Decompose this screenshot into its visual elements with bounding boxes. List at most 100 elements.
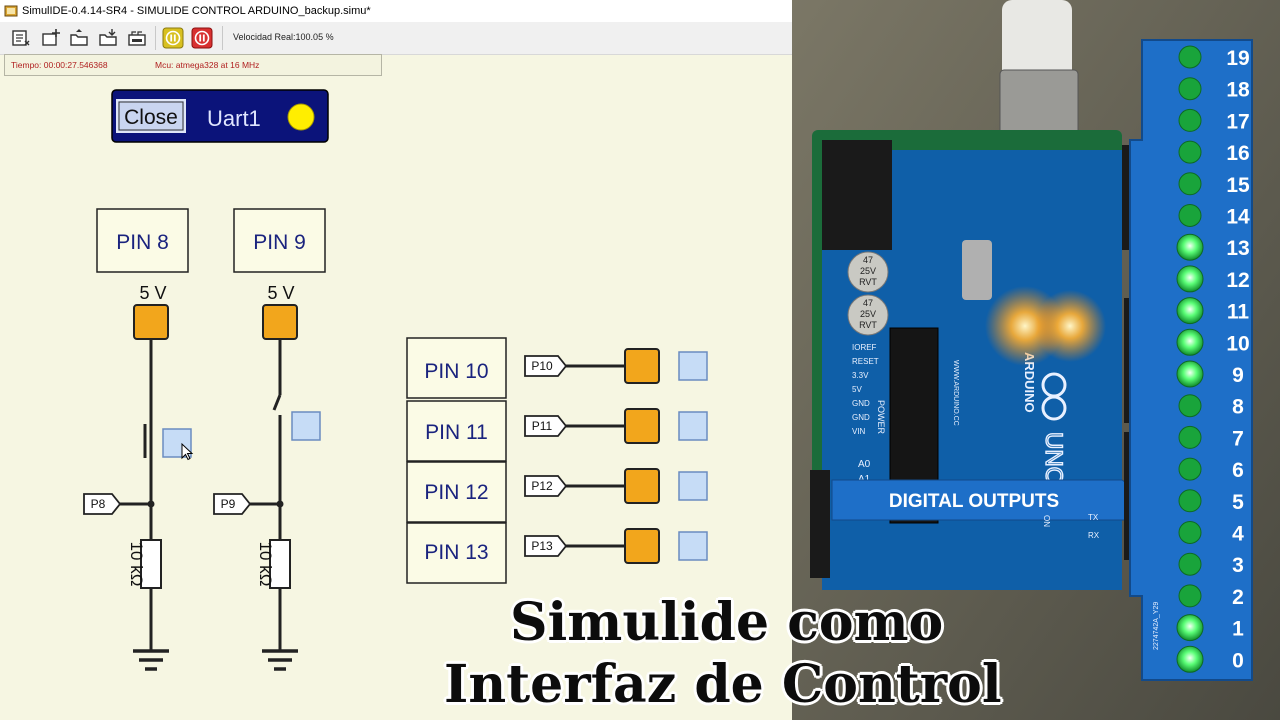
a0-label: A0 bbox=[858, 459, 871, 470]
led-number-label: 5 bbox=[1232, 491, 1244, 514]
probe-p11 bbox=[524, 415, 568, 437]
pin-label: PIN 13 bbox=[424, 541, 488, 564]
voltage-label: 5 V bbox=[139, 283, 166, 303]
output-indicator bbox=[624, 468, 660, 504]
site-label: WWW.ARDUINO.CC bbox=[952, 360, 959, 426]
speed-readout: Velocidad Real:100.05 % bbox=[233, 32, 334, 42]
green-led bbox=[1178, 425, 1202, 449]
output-pin12-row: PIN 12 P12 bbox=[406, 461, 708, 523]
title-bar: SimulIDE-0.4.14-SR4 - SIMULIDE CONTROL A… bbox=[0, 0, 792, 22]
capacitor-text: 47 bbox=[863, 255, 873, 265]
led-number-label: 0 bbox=[1232, 649, 1244, 672]
green-led bbox=[1176, 614, 1204, 642]
green-led bbox=[1176, 645, 1204, 673]
green-led bbox=[1178, 108, 1202, 132]
probe-label: P13 bbox=[531, 539, 553, 553]
save-icon[interactable] bbox=[97, 27, 119, 49]
green-led bbox=[1178, 584, 1202, 608]
probe-p12 bbox=[524, 475, 568, 497]
pin-box bbox=[406, 337, 507, 399]
capacitor-text: 25V bbox=[860, 266, 876, 276]
pause-icon[interactable] bbox=[162, 27, 184, 49]
output-indicator bbox=[624, 348, 660, 384]
status-bar: Tiempo: 00:00:27.546368 Mcu: atmega328 a… bbox=[4, 54, 382, 76]
voltage-source[interactable] bbox=[133, 304, 169, 340]
resistor-label: 10 kΩ bbox=[127, 542, 146, 587]
switch-button[interactable] bbox=[291, 411, 321, 441]
led-number-label: 13 bbox=[1226, 237, 1249, 260]
window-title: SimulIDE-0.4.14-SR4 - SIMULIDE CONTROL A… bbox=[22, 5, 371, 17]
power-icon[interactable] bbox=[191, 27, 213, 49]
on-label: ON bbox=[1042, 515, 1051, 527]
output-toggle[interactable] bbox=[678, 351, 708, 381]
header-pin-label: 3.3V bbox=[852, 371, 869, 380]
output-indicator bbox=[624, 408, 660, 444]
probe-label: P11 bbox=[532, 419, 553, 433]
led-number-label: 10 bbox=[1226, 332, 1249, 355]
led-number-label: 1 bbox=[1232, 618, 1244, 641]
green-led bbox=[1178, 394, 1202, 418]
list-icon[interactable] bbox=[10, 27, 32, 49]
voltage-label: 5 V bbox=[267, 283, 294, 303]
green-led bbox=[1176, 233, 1204, 261]
led-number-label: 7 bbox=[1232, 427, 1244, 450]
voltage-source[interactable] bbox=[262, 304, 298, 340]
pin-box bbox=[406, 400, 507, 462]
green-led bbox=[1176, 297, 1204, 325]
output-toggle[interactable] bbox=[678, 531, 708, 561]
led-number-label: 3 bbox=[1232, 554, 1244, 577]
input-pin8-circuit: PIN 8 5 V P8 10 kΩ bbox=[83, 208, 194, 671]
green-led bbox=[1178, 172, 1202, 196]
pin-label: PIN 8 bbox=[116, 231, 169, 254]
output-pin10-row: PIN 10 P10 bbox=[406, 337, 708, 399]
output-toggle[interactable] bbox=[678, 471, 708, 501]
output-toggle[interactable] bbox=[678, 411, 708, 441]
usb-cable bbox=[1002, 0, 1072, 80]
led-number-label: 12 bbox=[1226, 269, 1249, 292]
save-as-icon[interactable] bbox=[126, 27, 148, 49]
output-pin13-row: PIN 13 P13 bbox=[406, 522, 708, 584]
probe-label: P10 bbox=[531, 359, 553, 373]
led-number-label: 11 bbox=[1227, 301, 1250, 324]
header-pin-label: GND bbox=[852, 413, 870, 422]
probe-label: P9 bbox=[221, 497, 236, 511]
circuit-canvas[interactable]: Close Uart1 PIN 8 5 V P8 10 kΩ bbox=[0, 0, 792, 720]
led-number-label: 15 bbox=[1226, 174, 1250, 197]
probe-label: P8 bbox=[91, 497, 106, 511]
led-number-label: 14 bbox=[1226, 206, 1250, 229]
header-pin-label: RESET bbox=[852, 357, 879, 366]
green-led bbox=[1178, 140, 1202, 164]
header-pin-label: IOREF bbox=[852, 343, 877, 352]
pin-label: PIN 9 bbox=[253, 231, 306, 254]
green-led bbox=[1178, 489, 1202, 513]
app-icon bbox=[4, 5, 18, 17]
uart-close-label: Close bbox=[124, 106, 178, 129]
led-number-label: 6 bbox=[1232, 459, 1244, 482]
sim-time: Tiempo: 00:00:27.546368 bbox=[11, 60, 108, 70]
mouse-cursor-icon bbox=[181, 442, 194, 461]
uart-close-button[interactable] bbox=[116, 99, 186, 133]
resistor-label: 10 kΩ bbox=[256, 542, 275, 587]
led-number-label: 16 bbox=[1226, 142, 1249, 165]
pin-box bbox=[406, 522, 507, 584]
arduino-logo-text: ARDUINO bbox=[1022, 352, 1037, 413]
pcb-code-label: 2274742A_Y29 bbox=[1153, 602, 1160, 650]
uart-name: Uart1 bbox=[207, 106, 261, 131]
arduino-photo: 47 25V RVT 47 25V RVT IOREF RESET 3.3V 5… bbox=[792, 0, 1280, 720]
probe-p8 bbox=[83, 493, 122, 515]
capacitor-text: RVT bbox=[859, 320, 877, 330]
pin-label: PIN 10 bbox=[424, 360, 488, 383]
new-file-icon[interactable] bbox=[40, 27, 62, 49]
led-number-label: 9 bbox=[1232, 364, 1244, 387]
capacitor-text: 47 bbox=[863, 298, 873, 308]
toolbar: Velocidad Real:100.05 % bbox=[0, 22, 792, 55]
led-number-label: 4 bbox=[1232, 523, 1244, 546]
header-pin-label: GND bbox=[852, 399, 870, 408]
simulide-window: SimulIDE-0.4.14-SR4 - SIMULIDE CONTROL A… bbox=[0, 0, 792, 720]
green-led bbox=[1176, 265, 1204, 293]
pin-label: PIN 12 bbox=[424, 481, 488, 504]
open-folder-icon[interactable] bbox=[68, 27, 90, 49]
rx-label: RX bbox=[1088, 531, 1100, 540]
header-pin-label: VIN bbox=[852, 427, 866, 436]
capacitor-text: RVT bbox=[859, 277, 877, 287]
